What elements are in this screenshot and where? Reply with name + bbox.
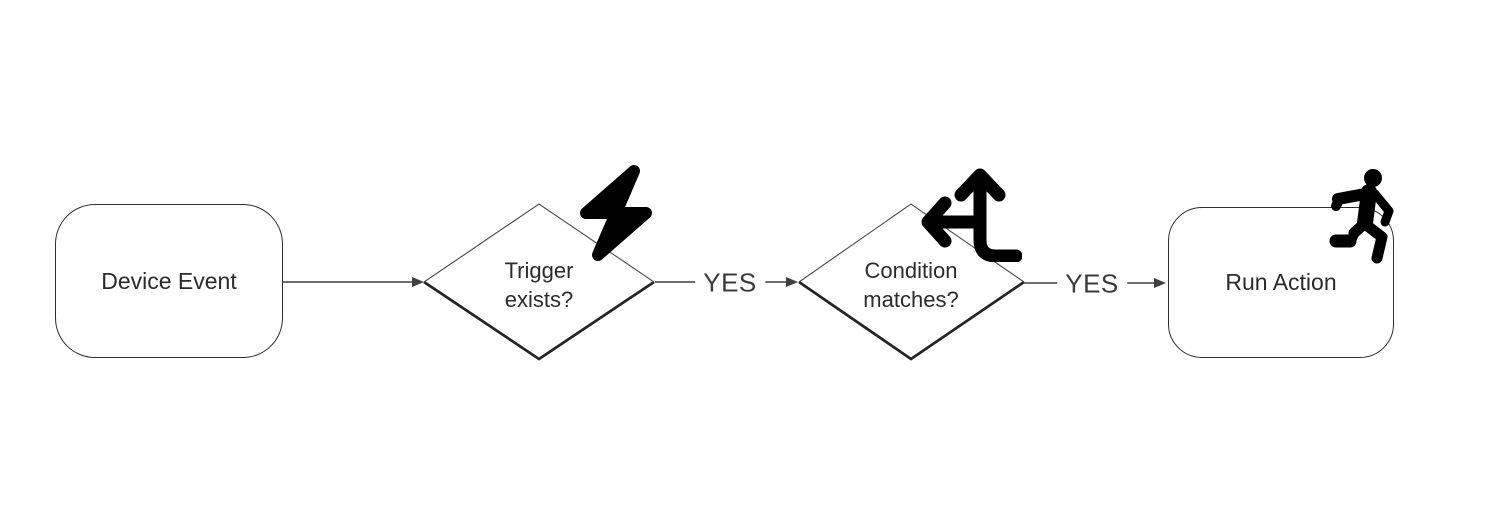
node-run-action: Run Action	[1168, 207, 1394, 358]
edge-device-to-trigger	[283, 277, 424, 287]
node-device-event-label: Device Event	[101, 267, 237, 294]
node-trigger-exists-label: Trigger exists?	[504, 258, 574, 312]
edge-label-yes-1: YES	[695, 267, 765, 299]
node-device-event: Device Event	[55, 204, 283, 358]
node-condition-matches-label: Condition matches?	[863, 258, 959, 312]
node-run-action-label: Run Action	[1225, 269, 1337, 295]
arrowhead	[1154, 278, 1166, 288]
arrowhead	[786, 277, 798, 287]
person-running-icon	[1329, 169, 1394, 264]
edge-label-yes-2: YES	[1057, 268, 1127, 300]
bolt-icon	[579, 164, 653, 262]
arrowhead	[412, 277, 424, 287]
decision-trigger-exists-shape	[423, 203, 655, 361]
arrows-split-up-and-left-icon	[921, 168, 1022, 262]
